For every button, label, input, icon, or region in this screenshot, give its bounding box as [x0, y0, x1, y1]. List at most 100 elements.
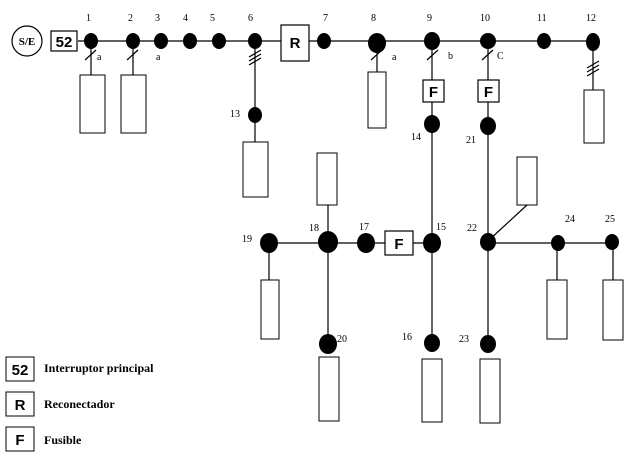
slash-6a — [248, 49, 262, 58]
legend-desc-breaker: Interruptor principal — [44, 361, 154, 375]
breaker-label: 52 — [56, 34, 73, 51]
slash-12b — [586, 64, 600, 73]
legend-symbol-fuse: F — [15, 432, 24, 449]
legend-symbol-box-breaker — [5, 356, 35, 382]
node-label-10: 10 — [480, 13, 490, 24]
node-dot-6 — [248, 33, 262, 49]
node-dot-24 — [551, 235, 565, 251]
fuse-label-17: F — [394, 236, 403, 253]
node-label-11: 11 — [537, 13, 547, 24]
node-dot-11 — [537, 33, 551, 49]
legend-desc-recloser: Reconectador — [44, 397, 115, 411]
slash-1 — [84, 49, 97, 61]
slash-9 — [426, 49, 439, 61]
fuse-box-9 — [422, 79, 445, 103]
phase-label-8: a — [392, 52, 397, 63]
slash-10 — [481, 49, 494, 61]
node-dot-12 — [586, 33, 600, 51]
node-label-17: 17 — [359, 222, 369, 233]
node-label-21: 21 — [466, 135, 476, 146]
phase-label-3: a — [156, 52, 161, 63]
legend-symbol-box-fuse — [5, 426, 35, 452]
node-dot-16 — [424, 334, 440, 352]
legend-desc-fuse: Fusible — [44, 433, 82, 447]
node-label-20: 20 — [337, 334, 347, 345]
recloser-label: R — [290, 35, 301, 52]
node-dot-14 — [424, 115, 440, 133]
node-dot-5 — [212, 33, 226, 49]
node-label-5: 5 — [210, 13, 215, 24]
recloser-box — [280, 24, 310, 62]
fuse-label-10: F — [484, 84, 493, 101]
fuse-label-9: F — [429, 84, 438, 101]
node-label-23: 23 — [459, 334, 469, 345]
legend: 52 R F Interruptor principal Reconectado… — [5, 356, 154, 452]
node-label-7: 7 — [323, 13, 328, 24]
node-label-19: 19 — [242, 234, 252, 245]
load-16 — [421, 358, 443, 423]
node-label-9: 9 — [427, 13, 432, 24]
legend-symbol-breaker: 52 — [12, 362, 29, 379]
node-dot-15 — [423, 233, 441, 253]
phase-label-10: C — [497, 51, 504, 62]
node-label-18: 18 — [309, 223, 319, 234]
node-dot-2 — [126, 33, 140, 49]
load-24 — [546, 279, 568, 340]
node-dot-8 — [368, 33, 386, 53]
node-label-6: 6 — [248, 13, 253, 24]
node-label-25: 25 — [605, 214, 615, 225]
fuse-box-17 — [384, 230, 414, 256]
diag-22 — [487, 204, 528, 242]
node-label-14: 14 — [411, 132, 421, 143]
node-dot-4 — [183, 33, 197, 49]
load-23 — [479, 358, 501, 424]
load-20 — [318, 356, 340, 422]
substation-circle — [11, 25, 43, 57]
node-label-2: 2 — [128, 13, 133, 24]
node-dot-22 — [480, 233, 496, 251]
load-2 — [120, 74, 147, 134]
legend-symbol-recloser: R — [15, 397, 26, 414]
load-22 — [516, 156, 538, 206]
slash-12c — [586, 68, 600, 77]
node-dot-7 — [317, 33, 331, 49]
substation-label: S/E — [19, 36, 36, 48]
load-13 — [242, 141, 269, 198]
phase-label-9: b — [448, 51, 453, 62]
node-label-22: 22 — [467, 223, 477, 234]
fuse-box-10 — [477, 79, 500, 103]
node-dot-19 — [260, 233, 278, 253]
node-label-8: 8 — [371, 13, 376, 24]
node-label-3: 3 — [155, 13, 160, 24]
node-dot-1 — [84, 33, 98, 49]
node-label-4: 4 — [183, 13, 188, 24]
node-dot-23 — [480, 335, 496, 353]
node-label-1: 1 — [86, 13, 91, 24]
node-label-12: 12 — [586, 13, 596, 24]
node-label-15: 15 — [436, 222, 446, 233]
load-18-top — [316, 152, 338, 206]
slash-12a — [586, 60, 600, 69]
phase-label-1: a — [97, 52, 102, 63]
slash-6c — [248, 57, 262, 66]
node-label-24: 24 — [565, 214, 575, 225]
slash-6b — [248, 53, 262, 62]
node-dot-10 — [480, 33, 496, 49]
load-19 — [260, 279, 280, 340]
node-label-16: 16 — [402, 332, 412, 343]
node-dot-20 — [319, 334, 337, 354]
load-1 — [79, 74, 106, 134]
node-dot-21 — [480, 117, 496, 135]
legend-symbol-box-recloser — [5, 391, 35, 417]
node-dot-13 — [248, 107, 262, 123]
breaker-box — [50, 30, 78, 52]
slash-2 — [126, 49, 139, 61]
load-12 — [583, 89, 605, 144]
load-25 — [602, 279, 624, 341]
node-dot-25 — [605, 234, 619, 250]
node-dot-18 — [318, 231, 338, 253]
node-dot-17 — [357, 233, 375, 253]
node-dot-3 — [154, 33, 168, 49]
load-8 — [367, 71, 387, 129]
